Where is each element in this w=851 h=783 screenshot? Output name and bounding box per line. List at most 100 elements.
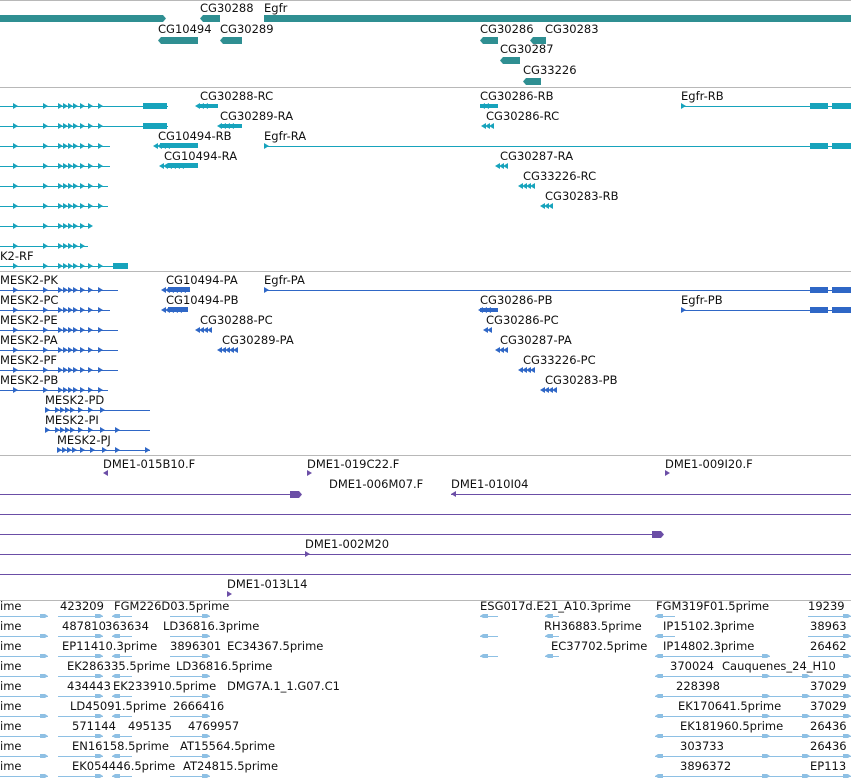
feature-block[interactable] <box>843 694 851 698</box>
transcript-label[interactable]: MESK2-PA <box>0 333 58 347</box>
transcript-label[interactable]: Egfr-RB <box>681 89 724 103</box>
exon-block[interactable] <box>160 143 198 148</box>
transcript-label[interactable]: CG30289-PA <box>222 333 294 347</box>
transcript-label[interactable]: CG33226-RC <box>523 169 597 183</box>
transcript-label[interactable]: CG30286-RB <box>480 89 554 103</box>
est-label[interactable]: ime <box>0 679 22 693</box>
est-label[interactable]: 487810 <box>62 619 106 633</box>
transcript-label[interactable]: CG30283-RB <box>545 189 619 203</box>
est-label[interactable]: 26462 <box>810 639 847 653</box>
transcript-label[interactable]: CG30287-PA <box>500 333 572 347</box>
feature-block[interactable] <box>523 78 541 85</box>
clone-label[interactable]: DME1-009I20.F <box>665 457 753 471</box>
feature-block[interactable] <box>655 774 663 778</box>
feature-block[interactable] <box>202 774 210 778</box>
exon-block[interactable] <box>810 143 828 149</box>
clone-label[interactable]: DME1-002M20 <box>305 537 390 551</box>
exon-block[interactable] <box>810 287 828 293</box>
feature-block[interactable] <box>112 694 120 698</box>
est-label[interactable]: LD36816.3prime <box>163 619 260 633</box>
feature-block[interactable] <box>655 654 663 658</box>
feature-block[interactable] <box>112 774 120 778</box>
feature-block[interactable] <box>95 614 103 618</box>
feature-block[interactable] <box>202 614 210 618</box>
transcript-label[interactable]: MESK2-PE <box>0 313 58 327</box>
exon-block[interactable] <box>832 307 851 313</box>
est-label[interactable]: ESG017d.E21_A10.3prime <box>480 599 632 613</box>
transcript-label[interactable]: CG30287-RA <box>500 149 574 163</box>
transcript-label[interactable]: MESK2-PB <box>0 373 59 387</box>
feature-block[interactable] <box>843 634 851 638</box>
gene-label[interactable]: CG30287 <box>500 42 554 56</box>
feature-block[interactable] <box>545 614 553 618</box>
feature-block[interactable] <box>655 674 663 678</box>
gene-block[interactable] <box>264 15 851 22</box>
feature-block[interactable] <box>0 15 166 22</box>
est-label[interactable]: 363634 <box>105 619 149 633</box>
feature-block[interactable] <box>843 614 851 618</box>
est-label[interactable]: 4769957 <box>188 719 240 733</box>
exon-block[interactable] <box>168 307 188 312</box>
transcript-label[interactable]: CG10494-PA <box>166 273 238 287</box>
feature-block[interactable] <box>843 774 851 778</box>
feature-block[interactable] <box>158 37 198 44</box>
feature-block[interactable] <box>112 714 120 718</box>
est-label[interactable]: AT15564.5prime <box>180 739 276 753</box>
feature-block[interactable] <box>202 694 210 698</box>
est-label[interactable]: ime <box>0 739 22 753</box>
est-label[interactable]: DMG7A.1_1.G07.C1 <box>227 679 340 693</box>
gene-label[interactable]: CG30286 <box>480 22 534 36</box>
transcript-label[interactable]: Egfr-RA <box>264 129 307 143</box>
feature-block[interactable] <box>112 634 120 638</box>
feature-block[interactable] <box>95 774 103 778</box>
feature-block[interactable] <box>112 674 120 678</box>
exon-block[interactable] <box>113 263 128 269</box>
feature-block[interactable] <box>545 654 553 658</box>
feature-block[interactable] <box>843 754 851 758</box>
est-label[interactable]: 37029 <box>810 679 847 693</box>
gene-label[interactable]: CG30288 <box>200 1 254 15</box>
feature-block[interactable] <box>112 654 120 658</box>
feature-block[interactable] <box>95 694 103 698</box>
feature-block[interactable] <box>95 634 103 638</box>
est-label[interactable]: 19239 <box>808 599 845 613</box>
feature-block[interactable] <box>202 634 210 638</box>
transcript-label[interactable]: CG30288-RC <box>200 89 274 103</box>
transcript-label[interactable]: K2-RF <box>0 249 34 263</box>
feature-block[interactable] <box>843 714 851 718</box>
feature-block[interactable] <box>40 734 48 738</box>
feature-block[interactable] <box>655 634 663 638</box>
feature-block[interactable] <box>202 674 210 678</box>
est-label[interactable]: ime <box>0 659 22 673</box>
gene-label[interactable]: CG30289 <box>220 22 274 36</box>
est-label[interactable]: 26436 <box>810 739 847 753</box>
feature-block[interactable] <box>480 614 488 618</box>
feature-block[interactable] <box>40 694 48 698</box>
feature-block[interactable] <box>200 15 220 22</box>
est-label[interactable]: EP113 <box>810 759 847 773</box>
est-label[interactable]: EK181960.5prime <box>680 719 784 733</box>
gene-label[interactable]: CG10494 <box>158 22 212 36</box>
transcript-label[interactable]: CG10494-PB <box>166 293 239 307</box>
est-label[interactable]: LD36816.5prime <box>176 659 273 673</box>
clone-label[interactable]: DME1-015B10.F <box>103 457 196 471</box>
exon-block[interactable] <box>832 287 851 293</box>
feature-block[interactable] <box>480 654 488 658</box>
est-label[interactable]: 571144 <box>72 719 116 733</box>
gene-label[interactable]: CG33226 <box>523 63 577 77</box>
transcript-label[interactable]: MESK2-PI <box>45 413 99 427</box>
exon-block[interactable] <box>222 124 242 128</box>
feature-block[interactable] <box>843 674 851 678</box>
est-label[interactable]: 495135 <box>128 719 172 733</box>
transcript-label[interactable]: MESK2-PF <box>0 353 58 367</box>
est-label[interactable]: 26436 <box>810 719 847 733</box>
clone-label[interactable]: DME1-010I04 <box>451 477 529 491</box>
feature-block[interactable] <box>655 734 663 738</box>
transcript-label[interactable]: MESK2-PK <box>0 273 58 287</box>
est-label[interactable]: LD45091.5prime <box>70 699 167 713</box>
feature-block[interactable] <box>40 634 48 638</box>
est-label[interactable]: IP14802.3prime <box>663 639 755 653</box>
est-label[interactable]: ime <box>0 719 22 733</box>
feature-block[interactable] <box>843 734 851 738</box>
est-label[interactable]: EC37702.5prime <box>551 639 648 653</box>
